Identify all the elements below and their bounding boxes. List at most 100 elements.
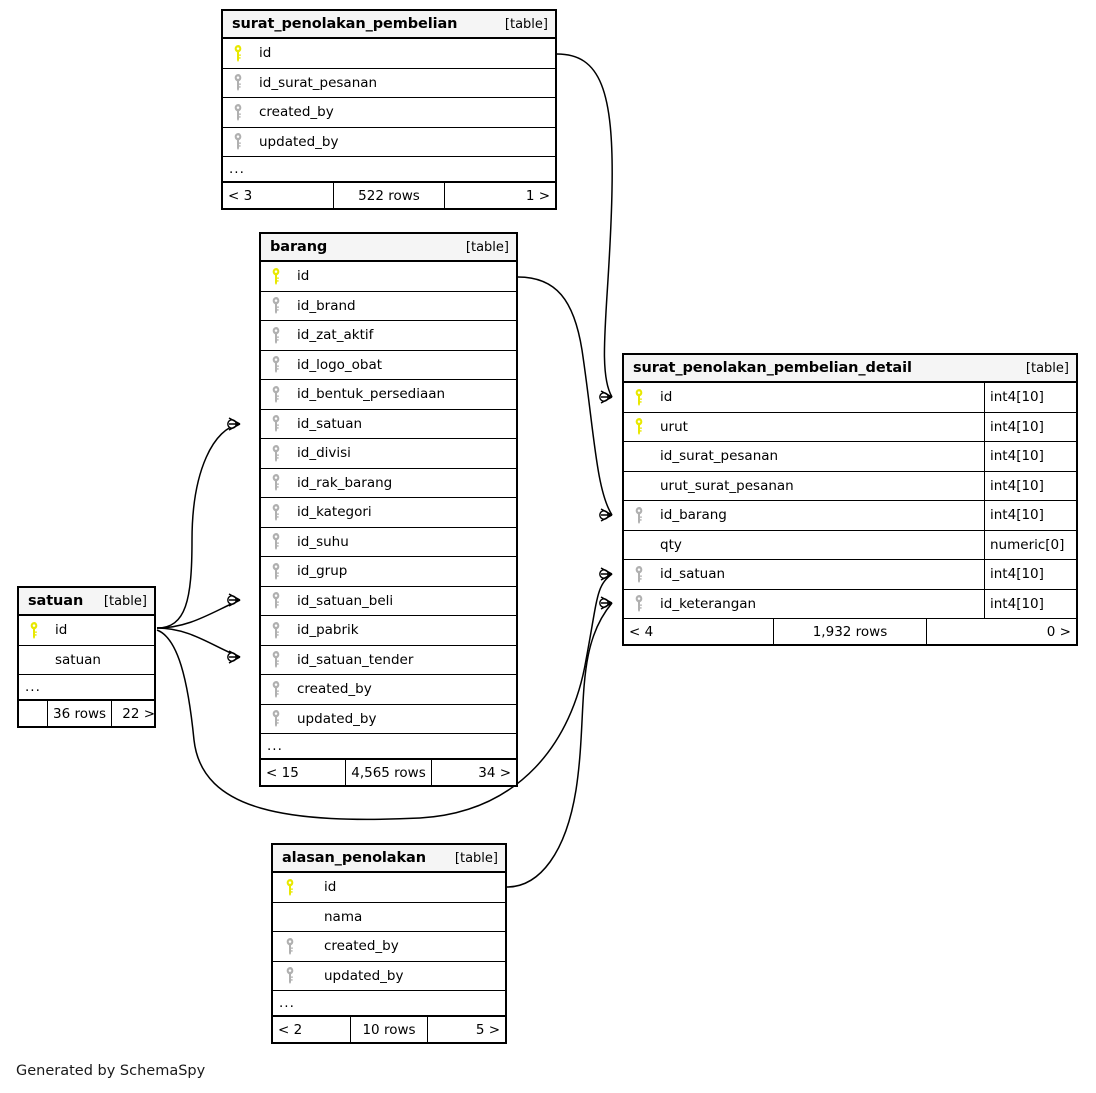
- column-main: updated_by: [261, 705, 516, 734]
- column-row[interactable]: id_rak_barang: [261, 469, 516, 498]
- column-row[interactable]: id_surat_pesanan: [223, 69, 555, 98]
- table-header: alasan_penolakan[table]: [273, 845, 505, 873]
- column-row[interactable]: nama: [273, 903, 505, 932]
- column-row[interactable]: id: [223, 39, 555, 69]
- foreign-key-icon: [268, 533, 285, 551]
- column-main: id_logo_obat: [261, 351, 516, 380]
- column-row[interactable]: id_suhu: [261, 528, 516, 557]
- footer-next-count[interactable]: 1 >: [525, 187, 551, 204]
- column-main: id_grup: [261, 557, 516, 586]
- primary-key-icon: [26, 621, 43, 639]
- column-type: int4[10]: [984, 442, 1076, 471]
- column-row[interactable]: satuan: [19, 646, 154, 675]
- footer-next-count[interactable]: 5 >: [475, 1021, 501, 1038]
- column-name: id_satuan: [297, 415, 363, 432]
- foreign-key-icon: [268, 326, 285, 344]
- column-main: id_surat_pesanan: [624, 442, 984, 471]
- column-main: id_divisi: [261, 439, 516, 468]
- column-name: updated_by: [324, 967, 404, 984]
- footer-prev-count[interactable]: < 15: [266, 764, 299, 781]
- foreign-key-icon: [268, 651, 285, 669]
- column-row[interactable]: id_satuan_beli: [261, 587, 516, 616]
- column-name: id_zat_aktif: [297, 327, 374, 344]
- column-row[interactable]: created_by: [261, 675, 516, 705]
- column-row[interactable]: id_logo_obat: [261, 351, 516, 380]
- column-row[interactable]: id_pabrik: [261, 616, 516, 646]
- column-name: created_by: [259, 104, 334, 121]
- column-name: created_by: [297, 681, 372, 698]
- more-columns-ellipsis[interactable]: ...: [261, 734, 516, 760]
- column-row[interactable]: id_zat_aktif: [261, 321, 516, 351]
- foreign-key-icon: [268, 621, 285, 639]
- footer-next-count[interactable]: 0 >: [1046, 623, 1071, 640]
- column-main: id: [19, 616, 154, 645]
- column-main: id_suhu: [261, 528, 516, 557]
- foreign-key-icon: [230, 133, 247, 151]
- column-row[interactable]: id_grup: [261, 557, 516, 587]
- footer-prev-count[interactable]: [19, 701, 47, 726]
- more-columns-ellipsis[interactable]: ...: [19, 675, 154, 701]
- column-main: created_by: [273, 932, 505, 961]
- column-name: id_pabrik: [297, 622, 359, 639]
- column-type: int4[10]: [984, 412, 1076, 441]
- table-header: surat_penolakan_pembelian[table]: [223, 11, 555, 39]
- column-row[interactable]: id_satuan: [261, 410, 516, 439]
- column-row[interactable]: created_by: [223, 98, 555, 128]
- column-type: numeric[0]: [984, 530, 1076, 559]
- column-main: nama: [273, 903, 505, 932]
- table-surat_penolakan_pembelian_detail[interactable]: surat_penolakan_pembelian_detail[table]i…: [622, 353, 1078, 646]
- column-name: id: [55, 622, 68, 639]
- footer-next-count[interactable]: 34 >: [478, 764, 512, 781]
- column-row[interactable]: updated_by: [261, 705, 516, 734]
- column-row[interactable]: id_satuan_tender: [261, 646, 516, 675]
- table-header: satuan[table]: [19, 588, 154, 616]
- column-name: id_brand: [297, 297, 356, 314]
- footer-prev-count[interactable]: < 4: [629, 623, 654, 640]
- footer-prev-count[interactable]: < 3: [228, 187, 253, 204]
- column-name: id_grup: [297, 563, 348, 580]
- column-main: created_by: [223, 98, 555, 127]
- column-type: int4[10]: [984, 589, 1076, 618]
- column-main: urut_surat_pesanan: [624, 472, 984, 501]
- table-kind-tag: [table]: [454, 850, 498, 866]
- column-row[interactable]: id_brand: [261, 292, 516, 321]
- column-main: id_bentuk_persediaan: [261, 380, 516, 409]
- column-row[interactable]: created_by: [273, 932, 505, 962]
- foreign-key-icon: [631, 506, 648, 524]
- relationship-alasan-id-to-detail-idketerangan: [506, 596, 613, 888]
- generated-by-caption: Generated by SchemaSpy: [16, 1063, 206, 1079]
- column-row[interactable]: updated_by: [273, 962, 505, 991]
- column-name: qty: [660, 536, 682, 553]
- column-row[interactable]: updated_by: [223, 128, 555, 157]
- foreign-key-icon: [268, 444, 285, 462]
- column-name: id_satuan: [660, 566, 726, 583]
- more-columns-ellipsis[interactable]: ...: [273, 991, 505, 1017]
- column-row[interactable]: qty numeric[0]: [624, 530, 1076, 560]
- footer-next-count[interactable]: 22 >: [122, 705, 156, 722]
- table-header: surat_penolakan_pembelian_detail[table]: [624, 355, 1076, 383]
- more-columns-ellipsis[interactable]: ...: [223, 157, 555, 183]
- column-row[interactable]: id: [273, 873, 505, 903]
- column-row[interactable]: id_kategori: [261, 498, 516, 528]
- column-row[interactable]: id: [19, 616, 154, 646]
- footer-row-count: 1,932 rows: [773, 619, 927, 644]
- column-main: qty: [624, 531, 984, 560]
- column-row[interactable]: id_bentuk_persediaan: [261, 380, 516, 410]
- column-row[interactable]: id: [261, 262, 516, 292]
- relationship-barang-id-to-detail-idbarang: [517, 276, 613, 522]
- column-row[interactable]: id_divisi: [261, 439, 516, 469]
- footer-prev-count[interactable]: < 2: [278, 1021, 303, 1038]
